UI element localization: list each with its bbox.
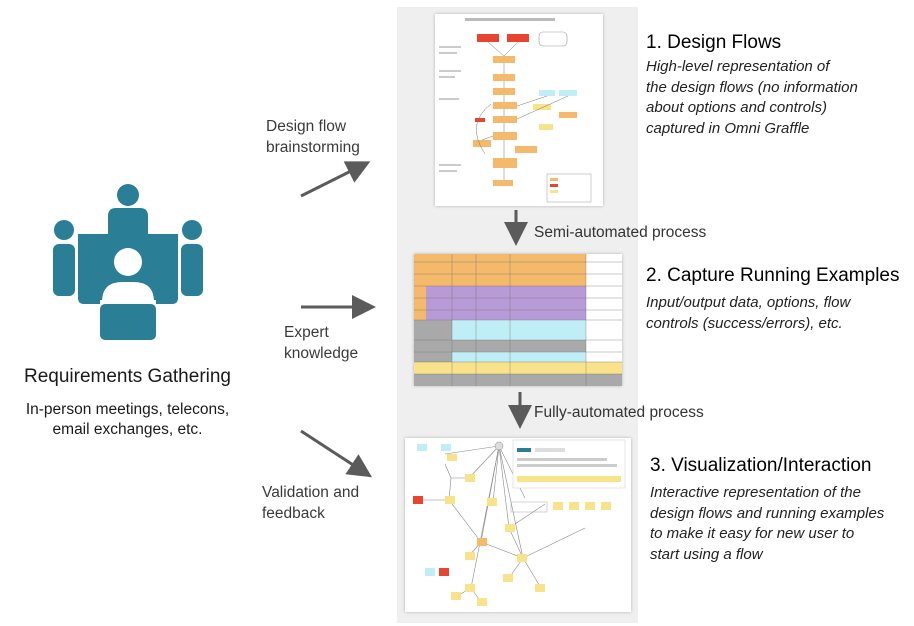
- step-description-line: captured in Omni Graffle: [646, 119, 810, 137]
- step-description-line: about options and controls): [646, 99, 827, 116]
- step-title: 2. Capture Running Examples: [646, 265, 900, 286]
- spreadsheet-graphic: [414, 254, 622, 386]
- step-visualization-interaction: 3. Visualization/Interaction Interactive…: [650, 455, 884, 565]
- network-graphic: [413, 439, 626, 606]
- step-description-line: the design flows (no information: [646, 78, 858, 96]
- requirements-subtitle-line: email exchanges, etc.: [52, 421, 203, 438]
- visualization-thumbnail: [405, 438, 631, 612]
- label-fully-automated: Fully-automated process: [534, 404, 704, 421]
- label-line: feedback: [262, 505, 325, 522]
- step-description: Interactive representation of the design…: [650, 483, 884, 565]
- label-expert-knowledge: Expert knowledge: [284, 322, 358, 364]
- arrow-to-visualization: [300, 429, 373, 478]
- label-semi-automated: Semi-automated process: [534, 224, 707, 241]
- running-examples-thumbnail: [414, 254, 622, 386]
- label-line: Design flow: [266, 118, 347, 135]
- step-design-flows: 1. Design Flows High-level representatio…: [646, 32, 858, 139]
- step-description-line: design flows and running examples: [650, 504, 885, 522]
- step-title: 1. Design Flows: [646, 32, 782, 53]
- step-capture-running-examples: 2. Capture Running Examples Input/output…: [646, 265, 899, 334]
- step-description-line: High-level representation of: [646, 58, 830, 75]
- step-description-line: Input/output data, options, flow: [646, 294, 851, 311]
- step-description-line: start using a flow: [650, 545, 763, 563]
- step-description-line: controls (success/errors), etc.: [646, 314, 843, 332]
- label-design-flow-brainstorming: Design flow brainstorming: [266, 116, 360, 158]
- meeting-icon: [53, 184, 203, 340]
- label-validation-feedback: Validation and feedback: [262, 482, 359, 524]
- design-flow-thumbnail: [435, 14, 603, 206]
- step-description: High-level representation of the design …: [646, 57, 858, 139]
- requirements-title: Requirements Gathering: [24, 366, 231, 387]
- step-description-line: Interactive representation of the: [650, 484, 861, 501]
- step-description: Input/output data, options, flow control…: [646, 293, 899, 334]
- label-line: Expert: [284, 324, 329, 341]
- design-flow-graphic: [439, 18, 592, 203]
- step-title: 3. Visualization/Interaction: [650, 455, 872, 476]
- requirements-subtitle: In-person meetings, telecons, email exch…: [10, 400, 245, 440]
- label-line: knowledge: [284, 345, 359, 362]
- step-description-line: to make it easy for new user to: [650, 525, 855, 542]
- label-line: Validation and: [262, 484, 360, 501]
- label-line: brainstorming: [266, 139, 360, 156]
- requirements-subtitle-line: In-person meetings, telecons,: [25, 401, 230, 418]
- arrow-to-design-flows: [300, 161, 371, 198]
